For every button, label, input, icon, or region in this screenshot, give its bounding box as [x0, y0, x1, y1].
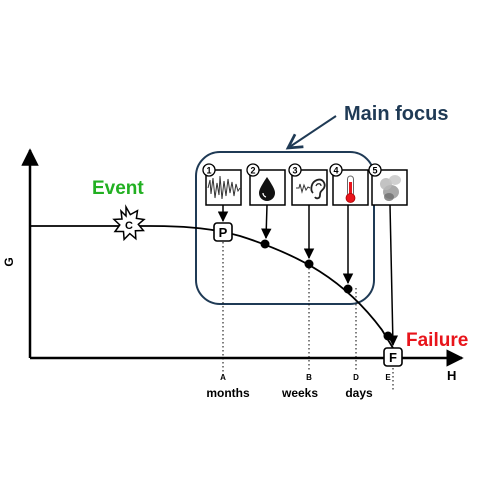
smoke-icon: [380, 175, 401, 201]
event-label: Event: [92, 178, 144, 199]
vibration-waveform-icon: [207, 175, 241, 200]
stage-2: 2: [246, 163, 286, 206]
p-marker: P: [219, 225, 228, 240]
stage-4: 4: [329, 163, 369, 206]
time-label-weeks: weeks: [281, 386, 318, 400]
y-axis-label: G: [2, 257, 16, 266]
stage-3: 3: [288, 163, 328, 206]
f-marker: F: [389, 350, 397, 365]
curve-point-3: [304, 259, 314, 269]
time-label-months: months: [206, 386, 250, 400]
curve-point-4: [343, 284, 353, 294]
stage-5: 5: [368, 163, 408, 206]
tick-letter-d: D: [353, 373, 359, 382]
curve-point-5: [383, 331, 393, 341]
stage-arrows: [217, 204, 399, 347]
tick-letter-b: B: [306, 373, 312, 382]
stage-1: 1: [202, 163, 242, 206]
tick-letter-a: A: [220, 373, 226, 382]
svg-text:1: 1: [206, 166, 211, 176]
failure-label: Failure: [406, 330, 468, 351]
svg-text:3: 3: [292, 166, 297, 176]
tick-letter-e: E: [385, 373, 391, 382]
time-label-days: days: [345, 386, 373, 400]
svg-text:4: 4: [333, 166, 338, 176]
event-starburst-icon: [112, 204, 146, 242]
curve-point-2: [260, 239, 270, 249]
thermometer-icon: [345, 175, 356, 203]
x-axis-label: H: [447, 368, 456, 383]
svg-text:2: 2: [250, 166, 255, 176]
pf-curve: [30, 225, 394, 349]
main-focus-arrow: [285, 115, 337, 150]
main-focus-label: Main focus: [344, 103, 448, 125]
event-marker: C: [125, 220, 133, 232]
ear-sound-icon: [310, 178, 326, 200]
svg-text:5: 5: [372, 166, 377, 176]
p-marker-box: [213, 222, 233, 242]
f-marker-box: [383, 347, 403, 367]
